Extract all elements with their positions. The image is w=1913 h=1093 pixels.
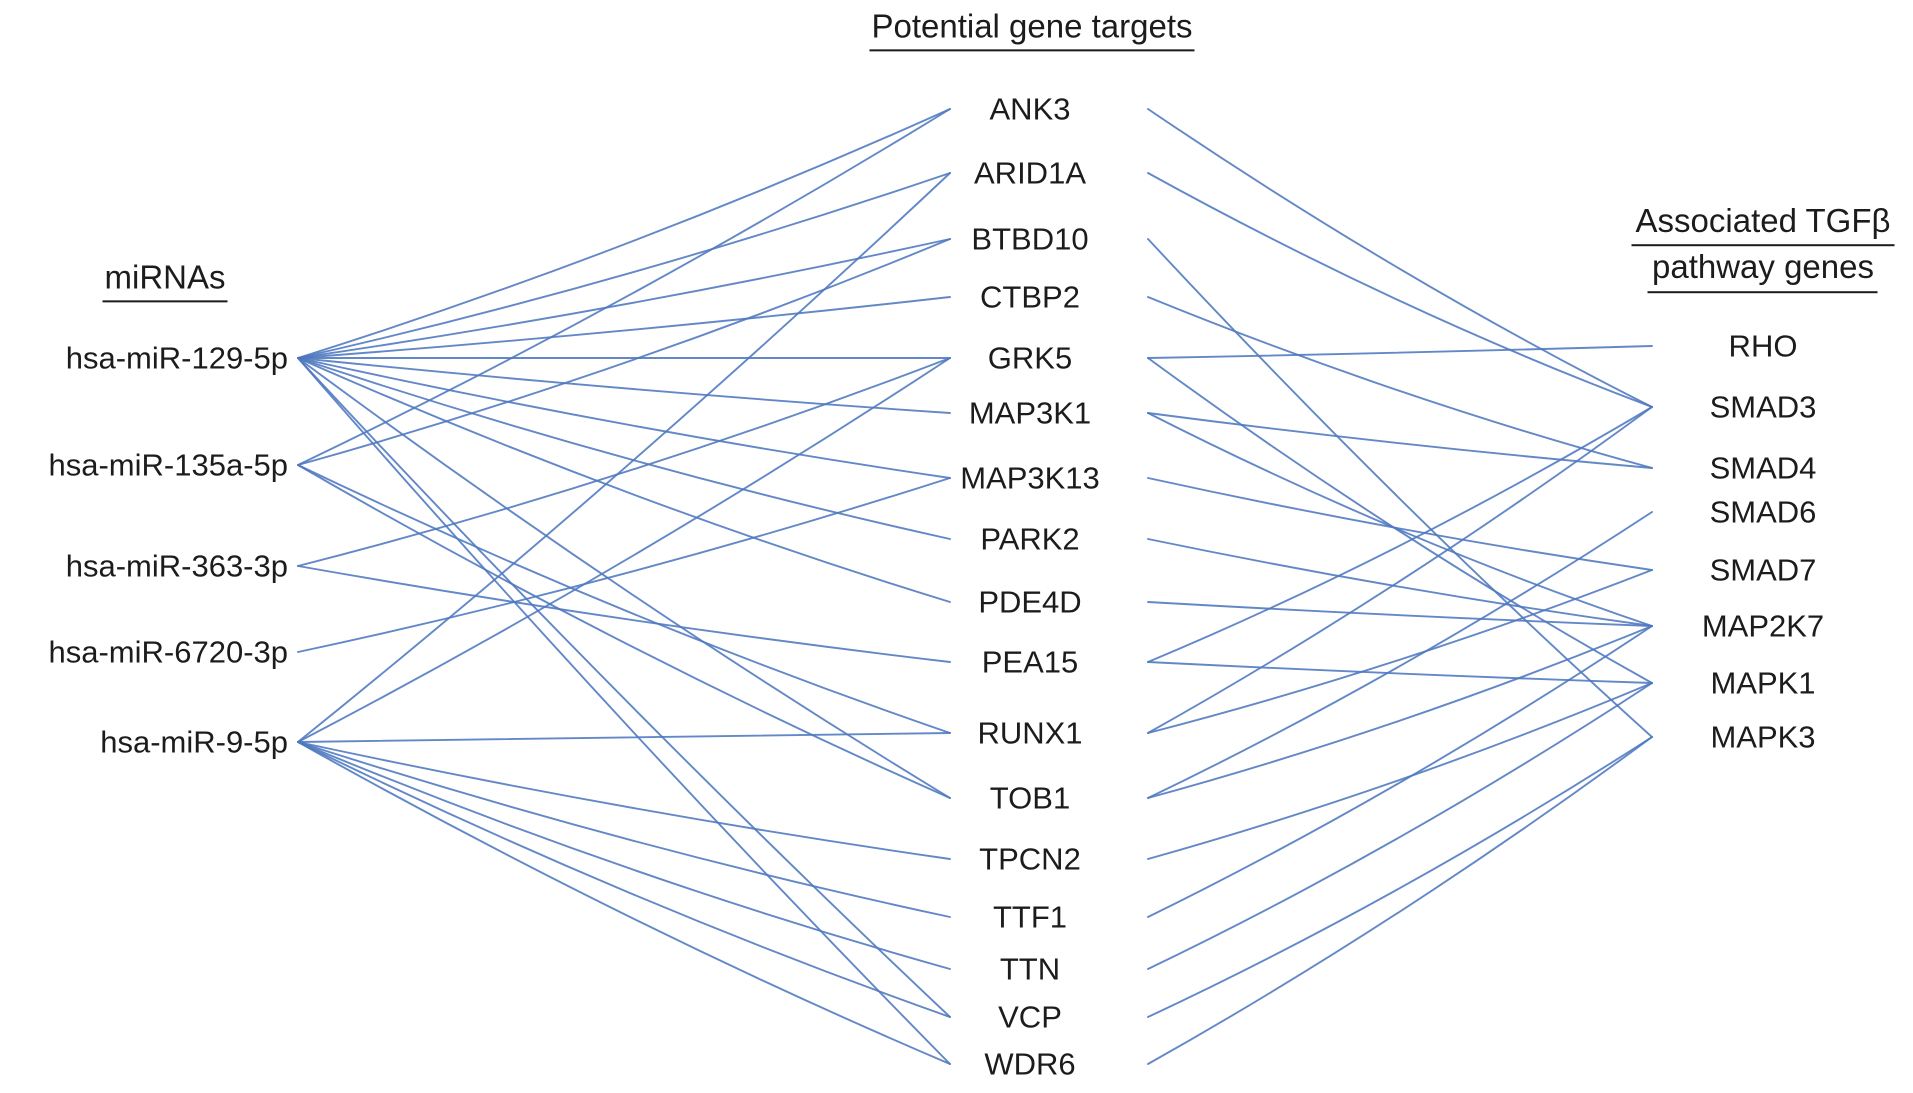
target-gene-label-tob1: TOB1 bbox=[989, 780, 1071, 816]
edge-hsa-mir-9-5p-wdr6 bbox=[297, 741, 951, 1065]
edge-tob1-map2k7 bbox=[1147, 625, 1653, 799]
edge-arid1a-smad3 bbox=[1147, 172, 1653, 408]
edge-hsa-mir-135a-5p-runx1 bbox=[297, 464, 951, 734]
edge-ttf1-map2k7 bbox=[1147, 625, 1653, 918]
edge-ank3-smad3 bbox=[1147, 108, 1653, 408]
target-gene-label-ttn: TTN bbox=[999, 951, 1061, 987]
edge-hsa-mir-9-5p-tpcn2 bbox=[297, 741, 951, 860]
mirna-label-hsa-mir-135a-5p: hsa-miR-135a-5p bbox=[48, 447, 289, 483]
edge-hsa-mir-9-5p-ttf1 bbox=[297, 741, 951, 918]
edge-runx1-smad3 bbox=[1147, 406, 1653, 734]
pathway-gene-label-map2k7: MAP2K7 bbox=[1701, 608, 1825, 644]
target-gene-label-vcp: VCP bbox=[998, 999, 1062, 1035]
mirna-label-hsa-mir-129-5p: hsa-miR-129-5p bbox=[65, 340, 288, 376]
target-gene-label-ctbp2: CTBP2 bbox=[980, 279, 1080, 315]
edge-pea15-smad3 bbox=[1147, 406, 1653, 663]
target-gene-label-runx1: RUNX1 bbox=[977, 715, 1083, 751]
edge-hsa-mir-363-3p-grk5 bbox=[297, 357, 951, 567]
edge-hsa-mir-135a-5p-ank3 bbox=[297, 108, 951, 466]
edge-hsa-mir-9-5p-ttn bbox=[297, 741, 951, 970]
edge-hsa-mir-135a-5p-btbd10 bbox=[297, 238, 951, 466]
edge-runx1-smad7 bbox=[1147, 569, 1653, 734]
target-gene-label-btbd10: BTBD10 bbox=[971, 221, 1089, 257]
edge-vcp-mapk3 bbox=[1147, 736, 1653, 1018]
target-gene-label-map3k1: MAP3K1 bbox=[968, 395, 1092, 431]
edge-hsa-mir-6720-3p-map3k13 bbox=[297, 477, 951, 653]
edge-btbd10-mapk3 bbox=[1147, 238, 1653, 738]
target-gene-label-wdr6: WDR6 bbox=[984, 1046, 1076, 1082]
target-gene-label-pde4d: PDE4D bbox=[978, 584, 1082, 620]
target-gene-label-map3k13: MAP3K13 bbox=[960, 460, 1100, 496]
tgfb-pathway-header-line2: pathway genes bbox=[1648, 247, 1878, 293]
edge-grk5-rho bbox=[1147, 345, 1653, 359]
edge-hsa-mir-129-5p-ctbp2 bbox=[297, 296, 951, 359]
edge-hsa-mir-363-3p-pea15 bbox=[297, 565, 951, 663]
edge-hsa-mir-9-5p-arid1a bbox=[297, 172, 951, 743]
tgfb-pathway-header: Associated TGFβ pathway genes bbox=[1631, 202, 1895, 293]
mirna-label-hsa-mir-363-3p: hsa-miR-363-3p bbox=[65, 548, 288, 584]
edge-pde4d-map2k7 bbox=[1147, 601, 1653, 627]
edge-hsa-mir-129-5p-tob1 bbox=[297, 357, 951, 799]
edge-wdr6-mapk3 bbox=[1147, 736, 1653, 1065]
edge-hsa-mir-9-5p-grk5 bbox=[297, 357, 951, 743]
target-gene-label-park2: PARK2 bbox=[980, 521, 1080, 557]
edge-pea15-mapk1 bbox=[1147, 661, 1653, 684]
pathway-gene-label-smad7: SMAD7 bbox=[1709, 552, 1817, 588]
edge-hsa-mir-9-5p-runx1 bbox=[297, 732, 951, 743]
edge-ttn-mapk1 bbox=[1147, 682, 1653, 970]
edge-map3k1-map2k7 bbox=[1147, 412, 1653, 627]
mirna-label-hsa-mir-6720-3p: hsa-miR-6720-3p bbox=[48, 634, 289, 670]
target-gene-label-grk5: GRK5 bbox=[987, 340, 1073, 376]
edge-hsa-mir-129-5p-ank3 bbox=[297, 108, 951, 359]
edge-tob1-smad6 bbox=[1147, 511, 1653, 799]
edge-map3k1-smad4 bbox=[1147, 412, 1653, 469]
target-gene-label-tpcn2: TPCN2 bbox=[979, 841, 1081, 877]
pathway-gene-label-rho: RHO bbox=[1728, 328, 1798, 364]
target-gene-label-arid1a: ARID1A bbox=[974, 155, 1086, 191]
pathway-gene-label-mapk3: MAPK3 bbox=[1710, 719, 1816, 755]
edge-hsa-mir-129-5p-map3k13 bbox=[297, 357, 951, 479]
target-gene-label-ttf1: TTF1 bbox=[992, 899, 1068, 935]
target-gene-label-ank3: ANK3 bbox=[989, 91, 1071, 127]
edge-hsa-mir-129-5p-pde4d bbox=[297, 357, 951, 603]
edge-hsa-mir-129-5p-arid1a bbox=[297, 172, 951, 359]
edge-hsa-mir-129-5p-park2 bbox=[297, 357, 951, 540]
target-gene-label-pea15: PEA15 bbox=[981, 644, 1079, 680]
edge-grk5-mapk1 bbox=[1147, 357, 1653, 684]
tgfb-pathway-header-line1: Associated TGFβ bbox=[1631, 202, 1895, 247]
edge-hsa-mir-135a-5p-tob1 bbox=[297, 464, 951, 799]
edge-hsa-mir-129-5p-map3k1 bbox=[297, 357, 951, 414]
edge-hsa-mir-9-5p-vcp bbox=[297, 741, 951, 1018]
mirnas-header: miRNAs bbox=[102, 259, 228, 303]
edge-hsa-mir-129-5p-vcp bbox=[297, 357, 951, 1018]
mirna-label-hsa-mir-9-5p: hsa-miR-9-5p bbox=[100, 724, 288, 760]
gene-targets-header: Potential gene targets bbox=[869, 8, 1195, 52]
pathway-gene-label-smad4: SMAD4 bbox=[1709, 450, 1817, 486]
edge-park2-map2k7 bbox=[1147, 538, 1653, 627]
edge-tpcn2-mapk1 bbox=[1147, 682, 1653, 860]
edge-hsa-mir-129-5p-wdr6 bbox=[297, 357, 951, 1065]
edge-map3k13-smad7 bbox=[1147, 477, 1653, 571]
pathway-gene-label-smad3: SMAD3 bbox=[1709, 389, 1817, 425]
pathway-gene-label-smad6: SMAD6 bbox=[1709, 494, 1817, 530]
pathway-gene-label-mapk1: MAPK1 bbox=[1710, 665, 1816, 701]
